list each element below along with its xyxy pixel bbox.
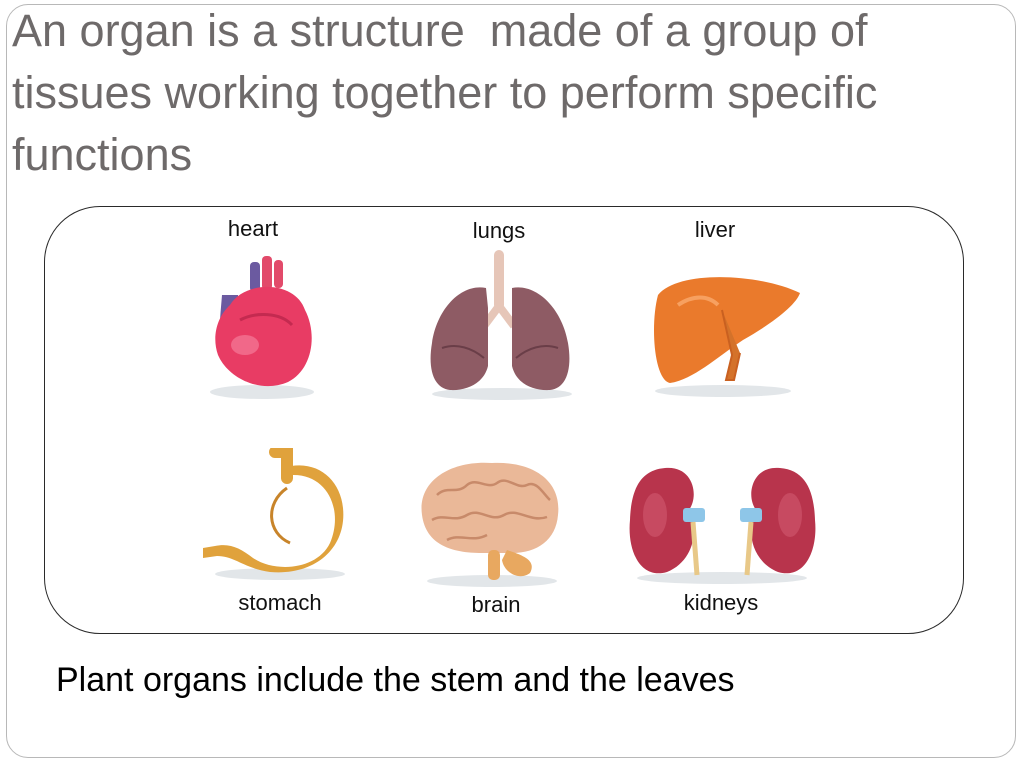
brain-illustration (421, 462, 559, 587)
slide-title: An organ is a structure made of a group … (12, 5, 890, 180)
stomach-illustration (203, 448, 345, 580)
label-lungs: lungs (472, 218, 526, 243)
label-kidneys: kidneys (683, 590, 759, 615)
liver-illustration (654, 277, 800, 397)
plant-organs-note: Plant organs include the stem and the le… (56, 661, 735, 699)
label-stomach: stomach (238, 590, 322, 615)
lungs-illustration (430, 250, 572, 400)
heart-illustration (210, 256, 314, 399)
kidneys-illustration (629, 467, 816, 584)
label-heart: heart (227, 216, 279, 241)
label-liver: liver (694, 217, 736, 242)
slide-frame (6, 4, 1016, 758)
organ-panel (44, 206, 964, 634)
label-brain: brain (471, 592, 521, 617)
